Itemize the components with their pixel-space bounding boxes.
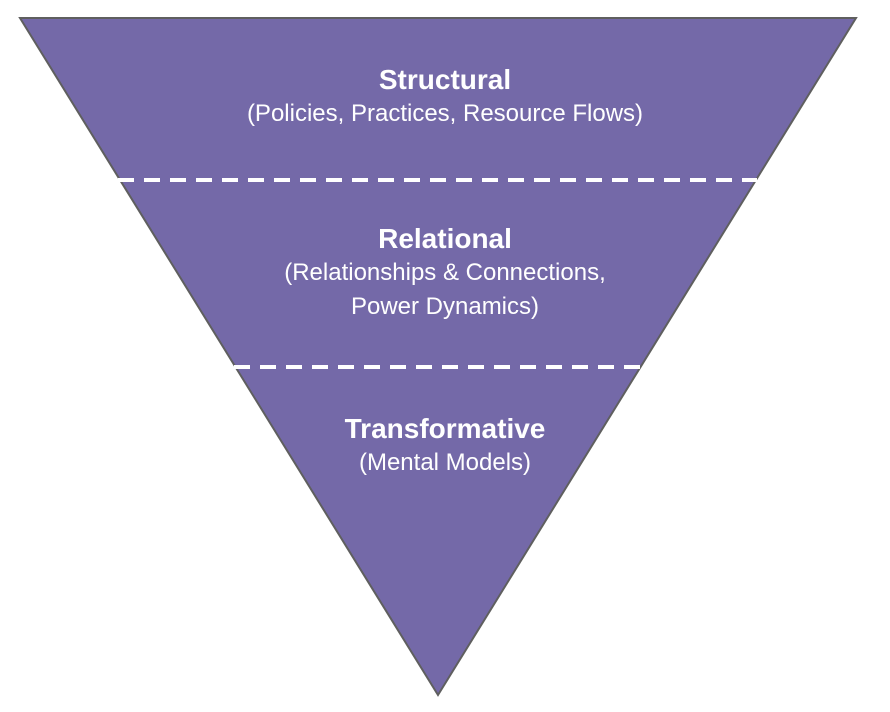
level-subtitle: (Relationships & Connections, bbox=[284, 259, 606, 286]
level-relational: Relational (Relationships & Connections,… bbox=[0, 222, 890, 324]
level-subtitle: (Policies, Practices, Resource Flows) bbox=[246, 100, 644, 127]
level-subtitle: (Mental Models) bbox=[358, 449, 532, 476]
level-title: Transformative bbox=[344, 413, 546, 444]
inverted-triangle bbox=[18, 17, 858, 697]
level-title: Relational bbox=[378, 223, 512, 254]
level-subtitle: Power Dynamics) bbox=[350, 293, 540, 320]
level-transformative: Transformative (Mental Models) bbox=[0, 412, 890, 480]
level-title: Structural bbox=[378, 64, 512, 95]
level-structural: Structural (Policies, Practices, Resourc… bbox=[0, 63, 890, 131]
